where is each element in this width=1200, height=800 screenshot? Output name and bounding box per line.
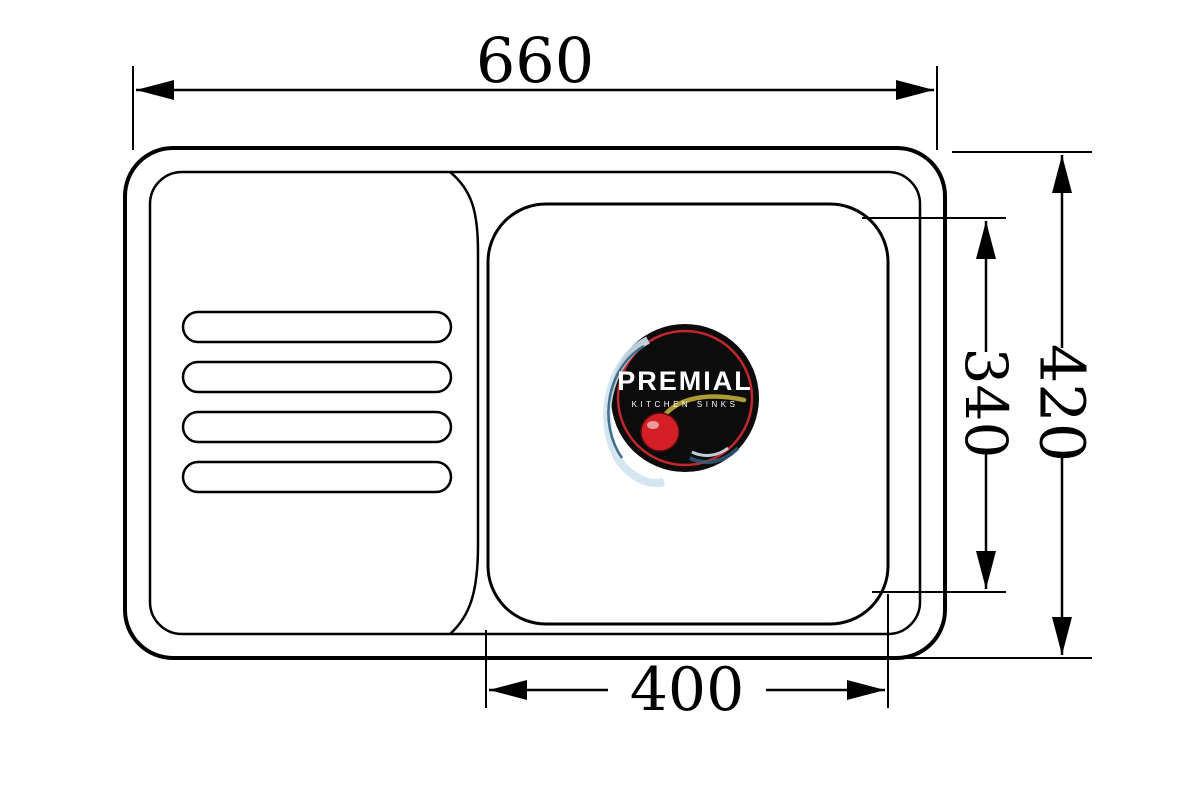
arrow-up-icon (1052, 155, 1072, 193)
drainboard (181, 310, 453, 494)
drainboard-divider-curve (449, 171, 480, 635)
cherry-icon (640, 412, 680, 452)
dimension-label-overall-height: 420 (1026, 344, 1099, 462)
cherry-highlight (647, 421, 659, 429)
arrow-right-icon (847, 680, 885, 700)
dimension-overall-height: 420 (900, 151, 1099, 659)
arrow-left-icon (136, 80, 174, 100)
arrow-down-icon (1052, 617, 1072, 655)
arrow-right-icon (896, 80, 934, 100)
cherry-stem (661, 394, 747, 419)
arrow-up-icon (976, 221, 996, 259)
splash-graphic (603, 336, 740, 487)
drainboard-slot (181, 310, 453, 344)
brand-logo: PREMIAL KITCHEN SINKS (603, 324, 759, 487)
logo-brand-text: PREMIAL (617, 366, 753, 396)
dimension-bowl-height: 340 (862, 217, 1020, 593)
drainboard-slot (181, 460, 453, 494)
dimension-label-bowl-height: 340 (952, 348, 1020, 459)
dimension-overall-width: 660 (132, 24, 938, 150)
dimension-bowl-width: 400 (485, 594, 889, 725)
dimension-label-overall-width: 660 (476, 24, 594, 97)
logo-tagline-text: KITCHEN SINKS (632, 400, 739, 409)
arrow-left-icon (489, 680, 527, 700)
logo-ring (616, 329, 754, 467)
drainboard-slot (181, 360, 453, 394)
sink-inner-rim (148, 170, 922, 636)
arrow-down-icon (976, 551, 996, 589)
dimension-label-bowl-width: 400 (630, 655, 745, 725)
drainboard-slot (181, 410, 453, 444)
sink-body (123, 146, 947, 660)
